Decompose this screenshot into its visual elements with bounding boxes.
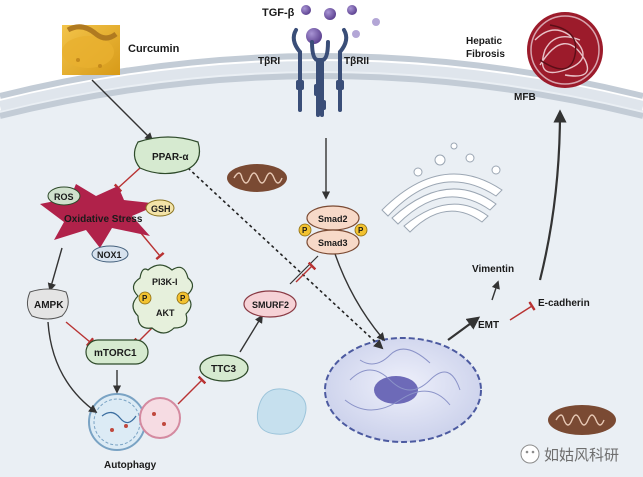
- vimentin-label: Vimentin: [472, 264, 514, 275]
- phospho-p-label: P: [180, 294, 186, 303]
- ros-label: ROS: [54, 192, 74, 202]
- tbri-label: TβRI: [258, 56, 280, 67]
- myofibroblast-icon: [527, 12, 603, 88]
- nucleus-icon: [324, 337, 482, 443]
- mtorc1-label: mTORC1: [94, 348, 137, 359]
- arrow-smurf2-smad: [289, 255, 319, 285]
- phospho-p-label: P: [358, 226, 364, 235]
- arrow-to-mfb: [538, 109, 567, 281]
- smad-phospho-right: P: [354, 223, 368, 237]
- gsh-node: GSH: [145, 199, 175, 217]
- arrow-ampk-autophagy: [47, 321, 98, 413]
- inhibit-smurf2-smad: [295, 261, 317, 283]
- nox1-node: NOX1: [91, 245, 129, 263]
- smad3-label: Smad3: [318, 238, 348, 248]
- golgi-icon: [381, 142, 503, 233]
- mitochondrion-icon: [227, 164, 287, 192]
- ttc3-node: TTC3: [199, 354, 249, 382]
- tgf-beta-ligand-icon: [301, 5, 380, 44]
- arrow-ttc3-smurf2: [239, 314, 263, 353]
- gsh-label: GSH: [151, 204, 171, 214]
- inhibit-autophagy-ttc3: [177, 375, 207, 405]
- akt-phospho-left: P: [138, 291, 152, 305]
- mtorc1-node: mTORC1: [85, 339, 149, 365]
- akt-label: AKT: [156, 308, 175, 318]
- phospho-p-label: P: [302, 226, 308, 235]
- inhibit-ampk-mtorc1: [65, 321, 95, 347]
- fibrosis-label: Fibrosis: [466, 49, 505, 60]
- inhibit-oxstress-pi3k: [139, 231, 165, 261]
- autophagosome-icon: [88, 393, 181, 451]
- inhibit-ppar-oxstress: [113, 167, 141, 193]
- arrow-nucleus-emt: [447, 316, 481, 341]
- watermark: 如姑风科研: [520, 444, 619, 464]
- smurf2-label: SMURF2: [252, 300, 289, 310]
- ppar-label: PPAR-α: [152, 152, 189, 163]
- ampk-label: AMPK: [34, 300, 64, 311]
- pi3k-akt-node: PI3K-I AKT: [132, 264, 194, 334]
- mfb-label: MFB: [514, 92, 536, 103]
- smurf2-node: SMURF2: [243, 290, 297, 318]
- ros-node: ROS: [47, 186, 81, 206]
- ampk-node: AMPK: [26, 288, 69, 320]
- tgf-beta-label: TGF-β: [262, 7, 295, 19]
- ppar-alpha-node: PPAR-α: [133, 136, 201, 175]
- hepatic-label: Hepatic: [466, 36, 503, 47]
- arrow-oxstress-ampk: [47, 247, 63, 292]
- arrow-smad-nucleus: [332, 247, 386, 342]
- arrow-ppar-nucleus: [187, 167, 384, 350]
- inhibit-emt-ecadherin: [509, 301, 536, 321]
- mitochondrion-icon-2: [548, 405, 616, 435]
- ttc3-label: TTC3: [211, 364, 236, 375]
- ecadherin-label: E-cadherin: [538, 298, 590, 309]
- phospho-p-label: P: [142, 294, 148, 303]
- vesicle-icon: [256, 388, 307, 435]
- arrow-emt-vimentin: [491, 280, 500, 301]
- watermark-text: 如姑风科研: [544, 446, 619, 464]
- autophagy-label: Autophagy: [104, 460, 157, 471]
- nox1-label: NOX1: [97, 250, 122, 260]
- receptor-domains: [296, 80, 344, 110]
- curcumin-image-icon: [62, 24, 120, 75]
- emt-label: EMT: [478, 320, 499, 331]
- tbrii-label: TβRII: [344, 56, 369, 67]
- arrow-curcumin-ppar: [91, 79, 154, 142]
- smad-complex-node: Smad2 Smad3: [306, 205, 360, 255]
- akt-phospho-right: P: [176, 291, 190, 305]
- smad2-label: Smad2: [318, 214, 348, 224]
- smad-phospho-left: P: [298, 223, 312, 237]
- curcumin-label: Curcumin: [128, 43, 180, 55]
- pi3k-label: PI3K-I: [152, 277, 178, 287]
- oxidative-stress-label: Oxidative Stress: [64, 214, 143, 225]
